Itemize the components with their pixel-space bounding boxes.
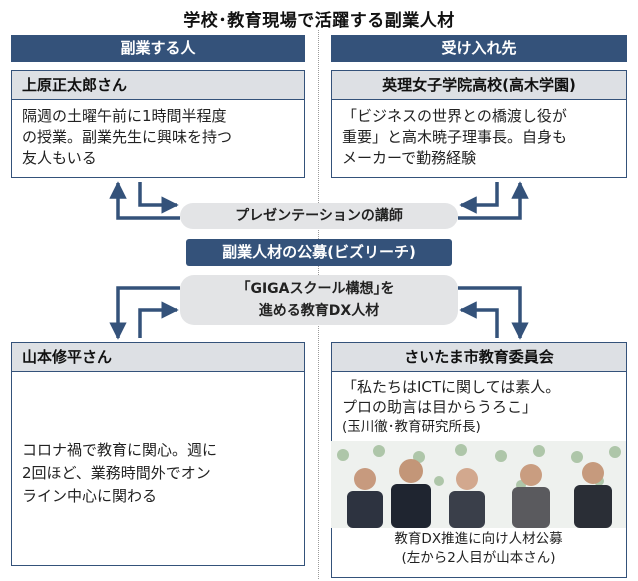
card-yamamoto-line: コロナ禍で教育に関心。週に xyxy=(22,441,218,459)
card-yamamoto-name: 山本修平さん xyxy=(12,343,304,372)
card-saitama-board-name: さいたま市教育委員会 xyxy=(332,343,626,372)
card-eiri-school-line: 重要」と高木暁子理事長。自身も xyxy=(342,128,568,146)
card-yamamoto-line: ライン中心に関わる xyxy=(22,487,158,505)
card-uehara-line: 隔週の土曜午前に1時間半程度 xyxy=(22,107,227,125)
pill-giga-school-dx: ｢GIGAスクール構想｣を 進める教育DX人材 xyxy=(180,275,458,325)
pill-presentation-lecturer: プレゼンテーションの講師 xyxy=(180,203,458,229)
arrow-tl-outer xyxy=(109,181,180,220)
card-eiri-school: 英理女子学院高校(高木学園) 「ビジネスの世界との橋渡し役が 重要」と高木暁子理… xyxy=(331,70,627,178)
card-yamamoto-text: コロナ禍で教育に関心。週に 2回ほど、業務時間外でオン ライン中心に関わる xyxy=(22,439,298,508)
card-uehara: 上原正太郎さん 隔週の土曜午前に1時間半程度 の授業。副業先生に興味を持つ 友人… xyxy=(11,70,305,178)
card-saitama-board-text: 「私たちはICTに関しては素人。 プロの助言は目からうろこ」 (玉川徹･教育研究… xyxy=(342,377,620,437)
card-uehara-line: 友人もいる xyxy=(22,149,97,167)
card-yamamoto-line: 2回ほど、業務時間外でオン xyxy=(22,464,211,482)
diagram-title: 学校･教育現場で活躍する副業人材 xyxy=(183,11,455,31)
left-column-header: 副業する人 xyxy=(11,35,305,62)
pill-giga-school-dx-line: ｢GIGAスクール構想｣を xyxy=(243,281,395,297)
card-eiri-school-line: 「ビジネスの世界との橋渡し役が xyxy=(342,107,567,125)
right-column-header: 受け入れ先 xyxy=(331,35,627,62)
card-uehara-text: 隔週の土曜午前に1時間半程度 の授業。副業先生に興味を持つ 友人もいる xyxy=(22,106,298,169)
card-eiri-school-name: 英理女子学院高校(高木学園) xyxy=(332,71,626,100)
card-uehara-line: の授業。副業先生に興味を持つ xyxy=(22,128,233,146)
card-yamamoto: 山本修平さん コロナ禍で教育に関心。週に 2回ほど、業務時間外でオン ライン中心… xyxy=(11,342,305,566)
photo-caption: 教育DX推進に向け人材公募 (左から2人目が山本さん) xyxy=(331,530,626,568)
card-saitama-board-line: プロの助言は目からうろこ」 xyxy=(342,398,538,416)
arrow-tr-outer xyxy=(458,181,529,220)
card-eiri-school-line: メーカーで勤務経験 xyxy=(342,149,477,167)
arrow-bl-inner xyxy=(138,301,179,338)
arrow-tr-inner xyxy=(459,182,499,214)
arrow-bl-outer xyxy=(109,286,180,340)
press-photo-illustration xyxy=(331,441,626,528)
pill-recruitment-bizreach: 副業人材の公募(ビズリーチ) xyxy=(186,239,452,266)
card-saitama-board-line: (玉川徹･教育研究所長) xyxy=(342,419,481,435)
arrow-tl-inner xyxy=(138,182,179,214)
arrow-br-inner xyxy=(459,301,499,338)
card-uehara-name: 上原正太郎さん xyxy=(12,71,304,100)
photo-caption-line: 教育DX推進に向け人材公募 xyxy=(394,531,563,547)
press-photo xyxy=(331,441,626,528)
arrow-br-outer xyxy=(458,286,529,340)
card-saitama-board-line: 「私たちはICTに関しては素人。 xyxy=(342,378,561,396)
card-eiri-school-text: 「ビジネスの世界との橋渡し役が 重要」と高木暁子理事長。自身も メーカーで勤務経… xyxy=(342,106,620,169)
photo-caption-line: (左から2人目が山本さん) xyxy=(401,550,556,566)
pill-giga-school-dx-line: 進める教育DX人材 xyxy=(258,303,380,319)
